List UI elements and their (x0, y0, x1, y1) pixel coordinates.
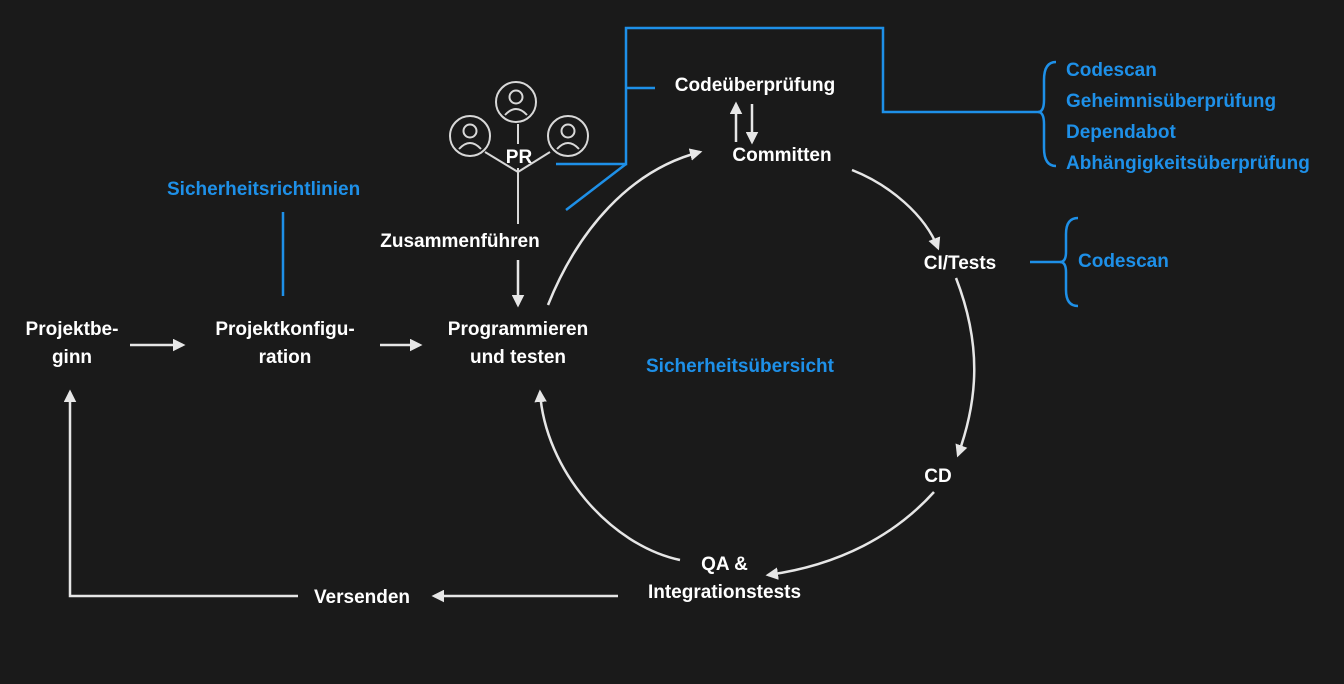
ci-tools-brace (1059, 216, 1079, 308)
tool-dependabot: Dependabot (1066, 122, 1176, 143)
commit-security-tools: Codescan Geheimnisüberprüfung Dependabot… (1066, 55, 1310, 179)
arrow-cd-to-qa (765, 491, 935, 580)
node-ci-tests: CI/Tests (923, 253, 997, 274)
node-program-test: Programmieren und testen (447, 319, 589, 368)
person-icon (495, 81, 537, 123)
tool-dependency-review: Abhängigkeitsüberprüfung (1066, 153, 1310, 174)
person-icon (449, 115, 491, 157)
security-connector-lines (281, 26, 1079, 308)
arrow-program-to-commit (546, 148, 703, 306)
security-overview-label: Sicherheitsübersicht (646, 356, 834, 377)
arrow-qa-to-program (534, 389, 681, 562)
node-pr: PR (505, 147, 533, 168)
node-cd: CD (924, 466, 952, 487)
security-policies-label: Sicherheitsrichtlinien (167, 179, 361, 200)
arrow-commit-to-ci (851, 168, 941, 251)
tool-codescan: Codescan (1066, 60, 1157, 81)
node-commit: Committen (732, 145, 832, 166)
commit-tools-brace (1037, 60, 1057, 168)
node-merge: Zusammenführen (380, 231, 540, 252)
arrow-ship-to-start (63, 389, 298, 598)
pr-security-line (565, 163, 627, 211)
tool-secret-scanning: Geheimnisüberprüfung (1066, 91, 1277, 112)
arrow-ci-to-cd (954, 277, 976, 458)
ci-tool-codescan: Codescan (1078, 251, 1169, 272)
review-security-bracket-line (556, 26, 1040, 166)
flow-arrows (63, 101, 976, 603)
node-project-start: Projektbe- ginn (25, 319, 119, 368)
pr-reviewer-tree (484, 124, 551, 224)
node-ship: Versenden (313, 587, 411, 608)
person-icon (547, 115, 589, 157)
node-project-config: Projektkonfigu- ration (215, 319, 355, 368)
node-code-review: Codeüberprüfung (674, 75, 836, 96)
node-qa: QA & Integrationstests (647, 554, 802, 603)
